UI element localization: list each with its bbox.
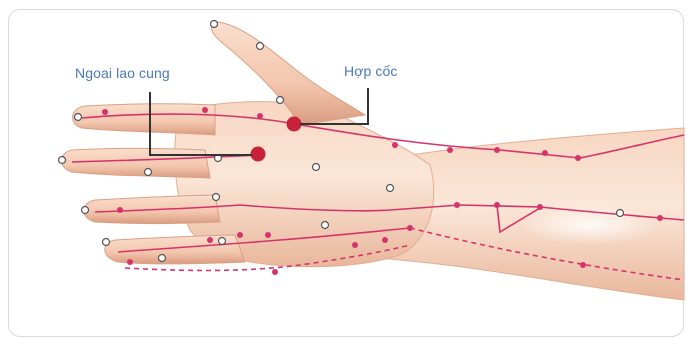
index-finger — [73, 104, 215, 135]
middle-finger — [62, 149, 211, 179]
hop-coc-acupoint — [287, 117, 302, 132]
ngoai-lao-cung-acupoint — [251, 147, 266, 162]
hop-coc-label: Hợp cốc — [344, 63, 397, 79]
ngoai-lao-cung-label: Ngoai lao cung — [75, 65, 170, 81]
